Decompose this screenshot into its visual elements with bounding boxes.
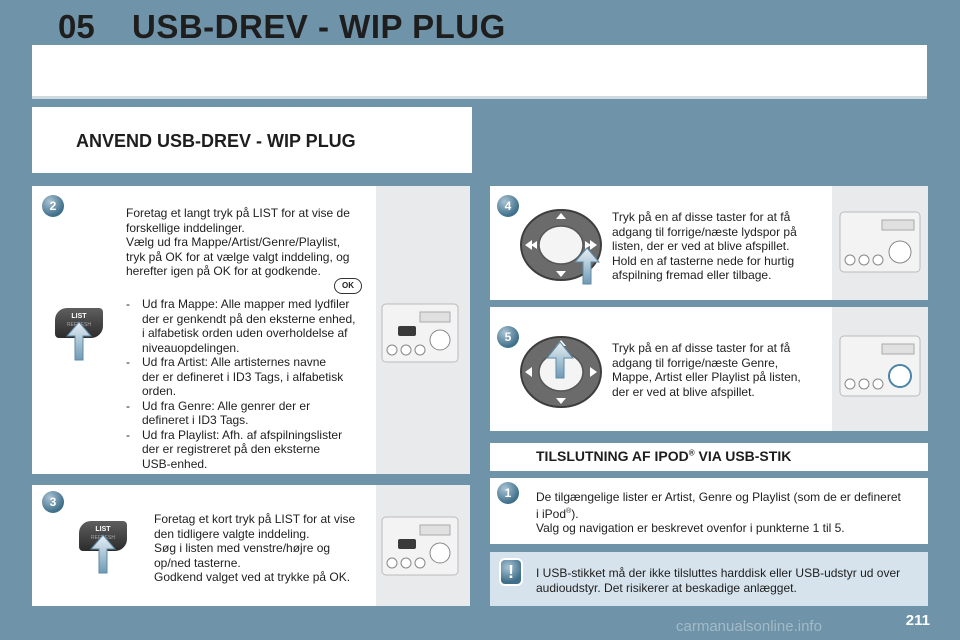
arrow-icon: [65, 321, 93, 361]
list-line: Ud fra Playlist: Afh. af afspilningslist…: [142, 427, 343, 442]
arrow-icon: [545, 341, 575, 379]
step3-badge: 3: [42, 491, 64, 513]
list-line: Ud fra Artist: Alle artisternes navne: [142, 355, 327, 369]
section-banner: [32, 107, 472, 173]
step5-badge: 5: [497, 326, 519, 348]
list-line: Ud fra Genre: Alle genrer der er: [142, 398, 311, 413]
step2-intro-line: Vælg ud fra Mappe/Artist/Genre/Playlist,: [126, 235, 341, 249]
page-number: 211: [905, 612, 930, 629]
list-item: - Ud fra Playlist: Afh. af afspilningsli…: [126, 428, 376, 472]
ok-button-icon: OK: [334, 278, 362, 294]
list-dash: -: [126, 398, 130, 413]
list-line: defineret i ID3 Tags.: [142, 413, 249, 427]
step5-line: adgang til forrige/næste Genre,: [612, 355, 779, 370]
step4-line: Hold en af tasterne nede for hurtig: [612, 253, 795, 268]
step5-line: der er ved at blive afspillet.: [612, 384, 755, 399]
warning-icon: !: [501, 560, 521, 584]
page-header: [32, 45, 927, 99]
step2-intro-line: Foretag et langt tryk på LIST for at vis…: [126, 206, 350, 220]
ipod-title-sup: ®: [688, 448, 695, 458]
step4-badge: 4: [497, 195, 519, 217]
page-title: USB-DREV - WIP PLUG: [132, 8, 506, 45]
step3-line: op/ned tasterne.: [154, 555, 241, 570]
section-title: ANVEND USB-DREV - WIP PLUG: [76, 131, 356, 151]
step4-text: Tryk på en af disse taster for at få adg…: [612, 210, 832, 283]
radio-unit-icon: [381, 303, 459, 363]
step1-text: De tilgængelige lister er Artist, Genre …: [536, 490, 926, 536]
step4-line: adgang til forrige/næste lydspor på: [612, 224, 797, 239]
list-line: i alfabetisk orden uden overholdelse af: [142, 326, 348, 340]
step3-line: Foretag et kort tryk på LIST for at vise: [154, 512, 356, 526]
chapter-number: 05: [58, 8, 95, 45]
list-dash: -: [126, 297, 130, 311]
arrow-icon: [89, 534, 117, 574]
warning-line: audioudstyr. Det risikerer at beskadige …: [536, 580, 797, 595]
step2-intro-line: tryk på OK for at vælge valgt inddeling,…: [126, 249, 350, 264]
list-line: Ud fra Mappe: Alle mapper med lydfiler: [142, 297, 350, 311]
warning-text: I USB-stikket må der ikke tilsluttes har…: [536, 566, 926, 595]
watermark: carmanualsonline.info: [676, 618, 822, 635]
step1-line: De tilgængelige lister er Artist, Genre …: [536, 490, 901, 504]
radio-unit-icon: [381, 516, 459, 576]
ipod-title-prefix: TILSLUTNING AF IPOD: [536, 448, 689, 464]
step4-line: listen, der er ved at blive afspillet.: [612, 239, 790, 253]
step1-line: Valg og navigation er beskrevet ovenfor …: [536, 521, 845, 535]
step2-intro: Foretag et langt tryk på LIST for at vis…: [126, 206, 376, 279]
list-item: - Ud fra Genre: Alle genrer der er defin…: [126, 399, 376, 428]
warning-line: I USB-stikket må der ikke tilsluttes har…: [536, 566, 901, 580]
ipod-title-suffix: VIA USB-STIK: [694, 448, 792, 464]
radio-unit-icon: [839, 211, 921, 273]
step5-line: Tryk på en af disse taster for at få: [612, 341, 791, 355]
step1-panel: [490, 478, 928, 544]
step3-text: Foretag et kort tryk på LIST for at vise…: [154, 512, 374, 585]
list-dash: -: [126, 427, 130, 442]
ipod-section-banner: [490, 443, 928, 471]
ipod-section-title: TILSLUTNING AF IPOD® VIA USB-STIK: [536, 448, 791, 464]
arrow-icon: [573, 247, 601, 285]
list-line: der er genkendt på den eksterne enhed,: [142, 311, 356, 326]
step4-line: Tryk på en af disse taster for at få: [612, 210, 791, 224]
step1-line: i iPod®).: [536, 505, 926, 522]
step3-line: Godkend valget ved at trykke på OK.: [154, 570, 351, 584]
step5-line: Mappe, Artist eller Playlist på listen,: [612, 370, 801, 384]
warning-panel: [490, 552, 928, 606]
list-button-label: LIST: [95, 526, 111, 533]
step1-line2-prefix: i iPod: [536, 506, 567, 521]
radio-unit-icon: [839, 335, 921, 397]
step2-intro-line: herefter igen på OK for at godkende.: [126, 264, 321, 278]
step3-line: den tidligere valgte inddeling.: [154, 526, 310, 541]
list-line: der er defineret i ID3 Tags, i alfabetis…: [142, 369, 344, 384]
step2-list: - Ud fra Mappe: Alle mapper med lydfiler…: [126, 297, 376, 471]
step1-line2-sup: ®: [566, 507, 572, 515]
list-button-label: LIST: [71, 313, 87, 320]
list-item: - Ud fra Artist: Alle artisternes navne …: [126, 355, 376, 399]
step1-badge: 1: [497, 482, 519, 504]
list-line: USB-enhed.: [142, 456, 208, 471]
step3-line: Søg i listen med venstre/højre og: [154, 541, 331, 555]
step5-text: Tryk på en af disse taster for at få adg…: [612, 341, 832, 399]
step2-intro-line: forskellige inddelinger.: [126, 220, 245, 235]
list-line: niveauopdelingen.: [142, 340, 240, 355]
list-item: - Ud fra Mappe: Alle mapper med lydfiler…: [126, 297, 376, 355]
list-line: orden.: [142, 384, 177, 398]
list-line: der er registreret på den eksterne: [142, 442, 321, 456]
step1-line2-suffix: ).: [571, 506, 579, 521]
step4-line: afspilning fremad eller tilbage.: [612, 268, 772, 282]
step2-badge: 2: [42, 195, 64, 217]
list-dash: -: [126, 355, 130, 369]
